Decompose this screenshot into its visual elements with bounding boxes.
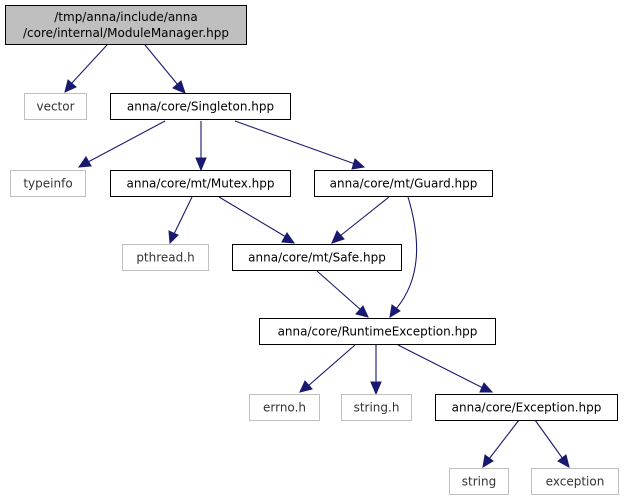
node-typeinfo[interactable]: typeinfo (10, 170, 86, 197)
node-exceptionhpp-label: anna/core/Exception.hpp (452, 401, 602, 415)
node-vector[interactable]: vector (24, 93, 87, 120)
node-mutex[interactable]: anna/core/mt/Mutex.hpp (110, 170, 291, 197)
edge-runtimeexception-to-exceptionhpp (397, 344, 494, 393)
node-runtimeexception[interactable]: anna/core/RuntimeException.hpp (259, 318, 496, 345)
node-safe-label: anna/core/mt/Safe.hpp (248, 251, 386, 265)
node-pthread[interactable]: pthread.h (122, 244, 209, 271)
node-modulemanager-label-line2: /core/internal/ModuleManager.hpp (23, 26, 229, 40)
edge-singleton-to-mutex (195, 121, 207, 172)
node-errno-label: errno.h (263, 401, 306, 415)
node-runtimeexception-label: anna/core/RuntimeException.hpp (278, 325, 478, 339)
edge-modulemanager-to-singleton (144, 44, 186, 94)
node-guard-label: anna/core/mt/Guard.hpp (330, 177, 478, 191)
node-exceptionhpp[interactable]: anna/core/Exception.hpp (435, 394, 618, 421)
edge-modulemanager-to-vector (64, 44, 108, 93)
edge-runtimeexception-to-stringh (370, 345, 382, 396)
edge-guard-to-runtimeexception (389, 196, 418, 318)
edge-guard-to-safe (331, 196, 390, 244)
edge-exceptionhpp-to-string (482, 419, 520, 468)
edges (64, 44, 570, 468)
node-string-label: string (462, 475, 496, 489)
node-modulemanager-label-line1: /tmp/anna/include/anna (54, 10, 198, 24)
node-pthread-label: pthread.h (136, 251, 194, 265)
node-safe[interactable]: anna/core/mt/Safe.hpp (232, 244, 402, 271)
edge-safe-to-runtimeexception (316, 270, 369, 318)
node-vector-label: vector (36, 100, 74, 114)
edge-singleton-to-typeinfo (77, 120, 166, 168)
node-singleton[interactable]: anna/core/Singleton.hpp (110, 93, 291, 120)
edge-exceptionhpp-to-exception (534, 419, 570, 468)
nodes: /tmp/anna/include/anna /core/internal/Mo… (5, 5, 619, 495)
edge-mutex-to-safe (218, 196, 296, 244)
node-stringh-label: string.h (354, 401, 400, 415)
edge-runtimeexception-to-errno (299, 344, 356, 393)
node-exception-label: exception (546, 475, 605, 489)
node-typeinfo-label: typeinfo (23, 177, 72, 191)
node-string[interactable]: string (449, 468, 509, 495)
node-modulemanager[interactable]: /tmp/anna/include/anna /core/internal/Mo… (5, 5, 247, 45)
edge-mutex-to-pthread (168, 196, 193, 245)
node-exception[interactable]: exception (531, 468, 619, 495)
node-singleton-label: anna/core/Singleton.hpp (127, 100, 274, 114)
node-errno[interactable]: errno.h (249, 394, 320, 421)
edge-singleton-to-guard (234, 120, 366, 170)
node-stringh[interactable]: string.h (341, 394, 412, 421)
node-guard[interactable]: anna/core/mt/Guard.hpp (314, 170, 493, 197)
node-mutex-label: anna/core/mt/Mutex.hpp (126, 177, 274, 191)
